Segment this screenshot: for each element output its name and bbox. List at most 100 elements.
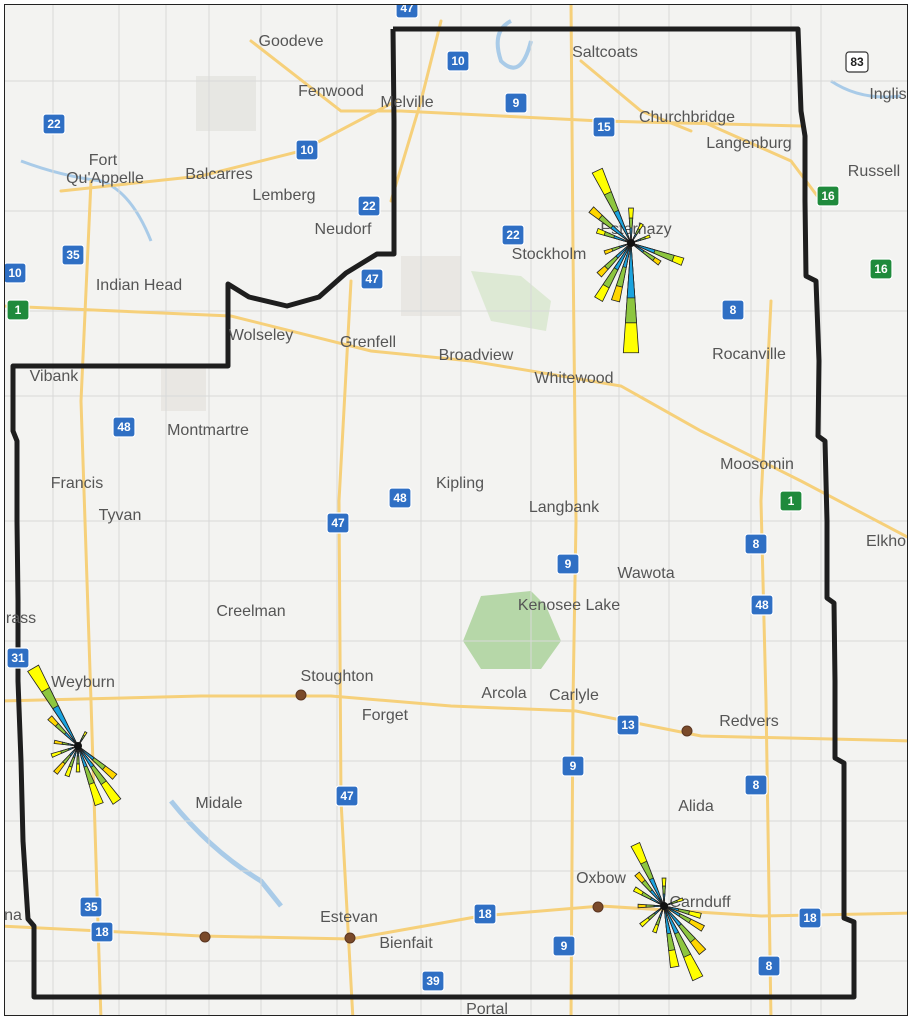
town-label[interactable]: Portal	[466, 1001, 508, 1016]
shield-number: 48	[393, 491, 407, 505]
town-label[interactable]: Oxbow	[229, 1014, 279, 1016]
highway-shield[interactable]: 9	[561, 755, 585, 777]
town-label[interactable]: Francis	[51, 475, 103, 492]
town-label[interactable]: Bienfait	[379, 935, 433, 952]
town-label[interactable]: Saltcoats	[572, 44, 638, 61]
highway-shield[interactable]: 16	[816, 185, 840, 207]
town-label[interactable]: Neudorf	[315, 221, 372, 238]
town-label[interactable]: Creelman	[216, 603, 285, 620]
town-label[interactable]: Tyvan	[99, 507, 142, 524]
highway-shield-layer: 4710915832210222216163510147848484718948…	[4, 4, 893, 992]
highway-shield[interactable]: 47	[360, 268, 384, 290]
town-label[interactable]: Goodeve	[259, 33, 324, 50]
town-label[interactable]: Vibank	[30, 368, 80, 385]
town-label[interactable]: Midale	[195, 795, 242, 812]
town-label[interactable]: Carnduff	[669, 894, 731, 911]
town-label[interactable]: Stoughton	[301, 668, 374, 685]
town-label[interactable]: Langenburg	[706, 135, 791, 152]
town-label[interactable]: Montmartre	[167, 422, 249, 439]
highway-shield[interactable]: 8	[721, 299, 745, 321]
town-label[interactable]: Indian Head	[96, 277, 182, 294]
town-label[interactable]: Carlyle	[549, 687, 599, 704]
town-label[interactable]: Wawota	[617, 565, 674, 582]
highway-shield[interactable]: 35	[61, 244, 85, 266]
town-label[interactable]: Melville	[380, 94, 433, 111]
town-label[interactable]: Churchbridge	[639, 109, 735, 126]
town-label[interactable]: Estevan	[41, 1014, 99, 1016]
wind-rose[interactable]	[630, 841, 707, 982]
highway-shield[interactable]: 48	[388, 487, 412, 509]
station-dot[interactable]	[681, 725, 693, 737]
town-label[interactable]: Elkho	[866, 533, 906, 550]
shield-number: 9	[565, 557, 572, 571]
wind-rose[interactable]	[27, 664, 122, 807]
highway-shield[interactable]: 22	[42, 113, 66, 135]
town-label[interactable]: Broadview	[439, 347, 514, 364]
station-dot[interactable]	[199, 931, 211, 943]
highway-shield[interactable]: 10	[295, 139, 319, 161]
highway-shield[interactable]: 47	[335, 785, 359, 807]
shield-number: 15	[597, 120, 611, 134]
highway-shield[interactable]: 47	[326, 512, 350, 534]
town-label[interactable]: Inglis	[869, 86, 906, 103]
town-label[interactable]: Fort	[89, 152, 118, 169]
station-dot[interactable]	[344, 932, 356, 944]
town-label[interactable]: Whitewood	[534, 370, 613, 387]
highway-shield[interactable]: 48	[750, 594, 774, 616]
highway-shield[interactable]: 83	[845, 51, 869, 73]
highway-road	[5, 904, 907, 941]
highway-shield[interactable]: 35	[79, 896, 103, 918]
highway-shield[interactable]: 8	[757, 955, 781, 977]
highway-shield[interactable]: 9	[556, 553, 580, 575]
station-dot[interactable]	[592, 901, 604, 913]
highway-shield[interactable]: 8	[744, 533, 768, 555]
town-label[interactable]: Moosomin	[720, 456, 794, 473]
highway-shield[interactable]: 10	[4, 262, 27, 284]
town-label[interactable]: Langbank	[529, 499, 600, 516]
terrain-patch	[196, 76, 256, 131]
highway-shield[interactable]: 18	[473, 903, 497, 925]
shield-number: 9	[561, 939, 568, 953]
town-label[interactable]: rass	[6, 610, 36, 627]
town-label[interactable]: Fenwood	[298, 83, 364, 100]
highway-shield[interactable]: 1	[6, 299, 30, 321]
station-dot[interactable]	[295, 689, 307, 701]
town-label[interactable]: Arcola	[481, 685, 526, 702]
highway-shield[interactable]: 16	[869, 258, 893, 280]
town-name: Goodeve	[259, 33, 324, 50]
town-label[interactable]: Forget	[362, 707, 409, 724]
highway-shield[interactable]: 15	[592, 116, 616, 138]
town-label[interactable]: Wolseley	[229, 327, 294, 344]
highway-shield[interactable]: 22	[357, 195, 381, 217]
town-label[interactable]: Oxbow	[576, 870, 626, 887]
town-label[interactable]: Stockholm	[512, 246, 587, 263]
town-label[interactable]: Qu'Appelle	[66, 170, 144, 187]
town-label[interactable]: Alida	[678, 798, 714, 815]
town-label[interactable]: Lemberg	[252, 187, 315, 204]
highway-shield[interactable]: 1	[779, 490, 803, 512]
town-label[interactable]: na	[4, 907, 22, 924]
town-label[interactable]: Weyburn	[51, 674, 115, 691]
town-label[interactable]: Grenfell	[340, 334, 396, 351]
highway-shield[interactable]: 22	[501, 224, 525, 246]
highway-shield[interactable]: 13	[616, 714, 640, 736]
town-label[interactable]: Russell	[848, 163, 900, 180]
town-label[interactable]: Kipling	[436, 475, 484, 492]
town-label[interactable]: Rocanville	[712, 346, 786, 363]
town-label[interactable]: Kenosee Lake	[518, 597, 620, 614]
highway-shield[interactable]: 9	[504, 92, 528, 114]
highway-shield[interactable]: 18	[90, 921, 114, 943]
highway-shield[interactable]: 10	[446, 50, 470, 72]
highway-shield[interactable]: 18	[798, 907, 822, 929]
highway-shield[interactable]: 31	[6, 647, 30, 669]
highway-shield[interactable]: 8	[744, 774, 768, 796]
highway-shield[interactable]: 48	[112, 416, 136, 438]
town-label[interactable]: Balcarres	[185, 166, 253, 183]
highway-shield[interactable]: 9	[552, 935, 576, 957]
wind-rose[interactable]	[588, 167, 685, 354]
highway-shield[interactable]: 39	[421, 970, 445, 992]
town-label[interactable]: Redvers	[719, 713, 779, 730]
town-label[interactable]: Estevan	[320, 909, 378, 926]
highway-shield[interactable]: 47	[395, 4, 419, 19]
